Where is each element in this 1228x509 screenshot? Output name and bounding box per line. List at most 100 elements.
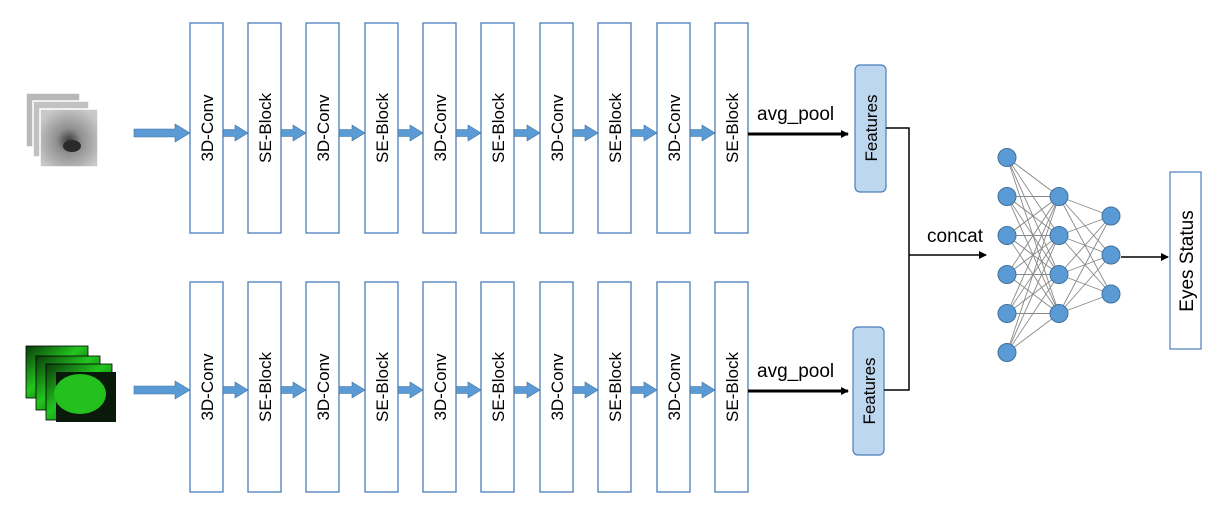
flow-arrow — [689, 381, 716, 399]
flow-arrow — [222, 381, 249, 399]
conv-block: 3D-Conv — [422, 281, 457, 493]
network-edge — [1058, 254, 1112, 314]
se-block: SE-Block — [714, 281, 749, 493]
flow-arrow — [338, 381, 366, 399]
network-node — [997, 226, 1017, 245]
flow-arrow — [513, 381, 541, 399]
block-label: 3D-Conv — [665, 94, 684, 162]
network-edge — [1006, 235, 1060, 353]
network-edge — [1006, 274, 1060, 353]
network-node — [997, 304, 1017, 323]
block-box — [597, 281, 632, 493]
network-node — [1049, 304, 1069, 323]
flow-arrow — [455, 124, 482, 142]
network-edge — [1006, 157, 1060, 197]
block-label: SE-Block — [723, 352, 742, 422]
bottom-stream-arrows — [133, 380, 716, 400]
network-node — [997, 343, 1017, 362]
block-box — [305, 281, 340, 493]
block-box — [656, 22, 691, 234]
block-label: SE-Block — [256, 352, 275, 422]
block-label: SE-Block — [489, 93, 508, 163]
network-node — [1101, 206, 1121, 226]
block-label: 3D-Conv — [314, 94, 333, 162]
flow-arrow — [572, 381, 599, 399]
features-label: Features — [860, 357, 879, 424]
conv-block: 3D-Conv — [656, 281, 691, 493]
network-edge — [1006, 196, 1060, 314]
conv-block: 3D-Conv — [656, 22, 691, 234]
green-frame-stack-icon — [25, 345, 116, 422]
block-label: 3D-Conv — [431, 94, 450, 162]
features-box: Features — [854, 64, 887, 193]
block-box — [247, 22, 282, 234]
block-label: 3D-Conv — [314, 353, 333, 421]
se-block: SE-Block — [597, 22, 632, 234]
block-label: 3D-Conv — [665, 353, 684, 421]
features-label: Features — [862, 94, 881, 161]
conv-block: 3D-Conv — [539, 22, 574, 234]
bottom-stream: 3D-Conv SE-Block 3D-Conv SE-Block 3D-Con… — [189, 281, 749, 493]
concat-connector — [884, 127, 987, 391]
grayscale-eye-frame-stack-icon — [25, 92, 99, 168]
conv-block: 3D-Conv — [189, 281, 224, 493]
block-box — [422, 281, 457, 493]
se-block: SE-Block — [364, 281, 399, 493]
block-box — [539, 281, 574, 493]
network-edge — [1006, 196, 1060, 275]
conv-block: 3D-Conv — [305, 281, 340, 493]
network-edge — [1006, 196, 1060, 236]
network-node — [997, 187, 1017, 206]
block-label: 3D-Conv — [198, 353, 217, 421]
block-label: SE-Block — [373, 93, 392, 163]
conv-block: 3D-Conv — [305, 22, 340, 234]
se-block: SE-Block — [480, 22, 515, 234]
block-box — [305, 22, 340, 234]
features-box: Features — [852, 326, 885, 456]
block-box — [247, 281, 282, 493]
block-label: SE-Block — [256, 93, 275, 163]
se-block: SE-Block — [247, 22, 282, 234]
block-label: SE-Block — [723, 93, 742, 163]
block-box — [189, 22, 224, 234]
se-block: SE-Block — [714, 22, 749, 234]
block-label: 3D-Conv — [548, 94, 567, 162]
network-edge — [1006, 313, 1060, 353]
network-edge — [1058, 215, 1112, 275]
flow-arrow — [630, 381, 658, 399]
network-node — [1049, 226, 1069, 245]
se-block: SE-Block — [480, 281, 515, 493]
flow-arrow — [455, 381, 482, 399]
block-box — [422, 22, 457, 234]
input-arrow — [133, 380, 191, 400]
network-node — [997, 148, 1017, 167]
concat-label: concat — [927, 226, 984, 247]
flow-arrow — [630, 124, 658, 142]
block-box — [364, 281, 399, 493]
block-box — [539, 22, 574, 234]
network-node — [1049, 187, 1069, 206]
top-stream: 3D-Conv SE-Block 3D-Conv SE-Block 3D-Con… — [189, 22, 749, 234]
block-box — [189, 281, 224, 493]
block-label: 3D-Conv — [548, 353, 567, 421]
flow-arrow — [572, 124, 599, 142]
flow-arrow — [338, 124, 366, 142]
block-label: SE-Block — [489, 352, 508, 422]
conv-block: 3D-Conv — [539, 281, 574, 493]
eyes-status-label: Eyes Status — [1177, 210, 1198, 311]
avg-pool-label: avg_pool — [757, 104, 834, 125]
neural-network-icon — [997, 148, 1121, 362]
block-box — [714, 22, 749, 234]
se-block: SE-Block — [597, 281, 632, 493]
network-node — [1101, 284, 1121, 304]
conv-block: 3D-Conv — [189, 22, 224, 234]
block-label: 3D-Conv — [198, 94, 217, 162]
network-node — [1101, 245, 1121, 265]
flow-arrow — [397, 124, 424, 142]
block-box — [656, 281, 691, 493]
se-block: SE-Block — [247, 281, 282, 493]
block-label: 3D-Conv — [431, 353, 450, 421]
flow-arrow — [397, 381, 424, 399]
block-label: SE-Block — [606, 93, 625, 163]
block-box — [597, 22, 632, 234]
